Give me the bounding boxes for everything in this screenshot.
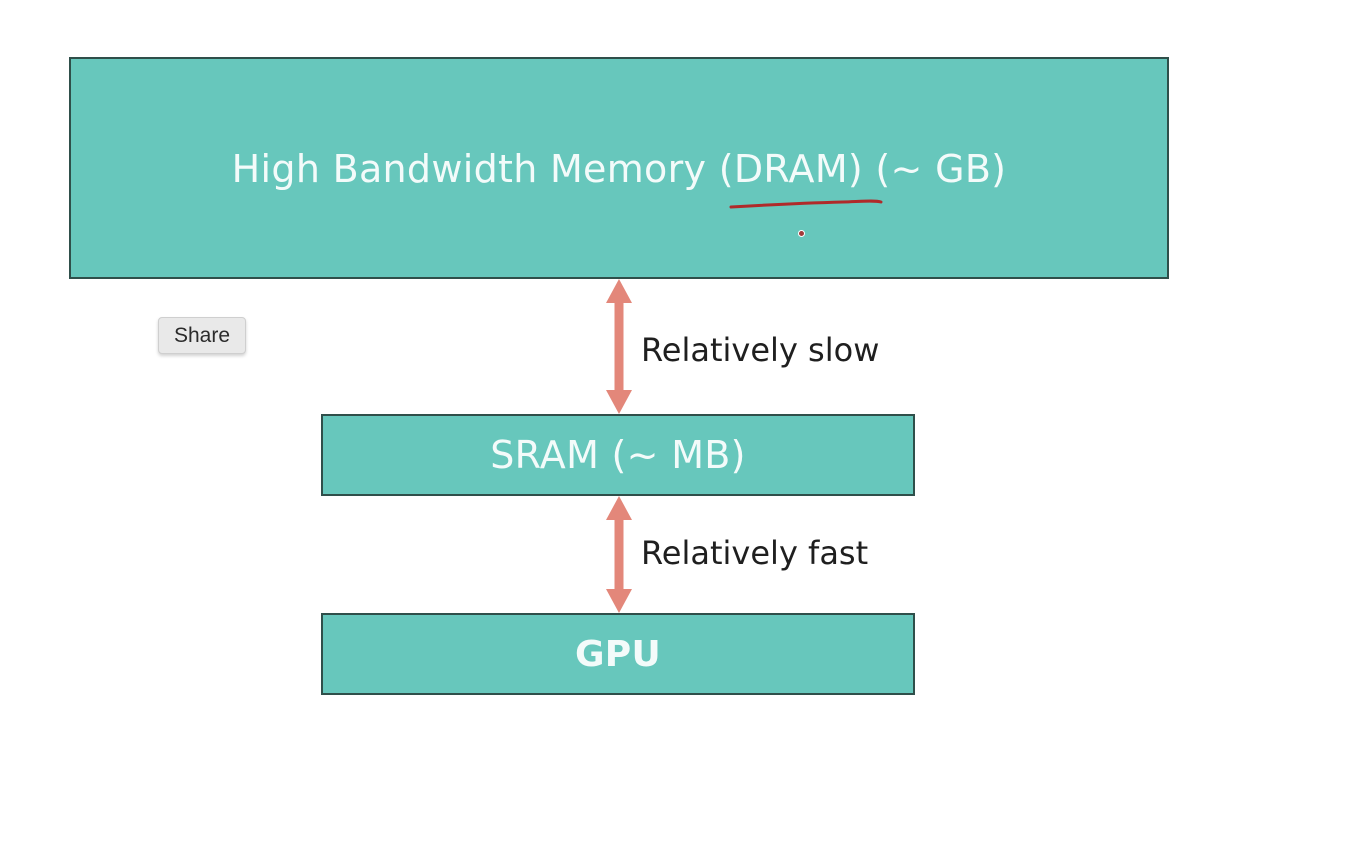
gpu-box: GPU (321, 613, 915, 695)
hbm-label: High Bandwidth Memory (DRAM) (~ GB) (231, 147, 1007, 191)
sram-gpu-link-label: Relatively fast (641, 534, 869, 572)
share-button[interactable]: Share (158, 317, 246, 354)
hbm-box: High Bandwidth Memory (DRAM) (~ GB) (69, 57, 1169, 279)
sram-gpu-arrow (606, 496, 632, 613)
hbm-sram-arrow (606, 279, 632, 414)
gpu-label: GPU (574, 633, 662, 675)
dram-underline-annotation (729, 199, 883, 209)
hbm-sram-link-label: Relatively slow (641, 331, 880, 369)
sram-box: SRAM (~ MB) (321, 414, 915, 496)
cursor-dot (798, 230, 805, 237)
sram-label: SRAM (~ MB) (490, 433, 746, 477)
